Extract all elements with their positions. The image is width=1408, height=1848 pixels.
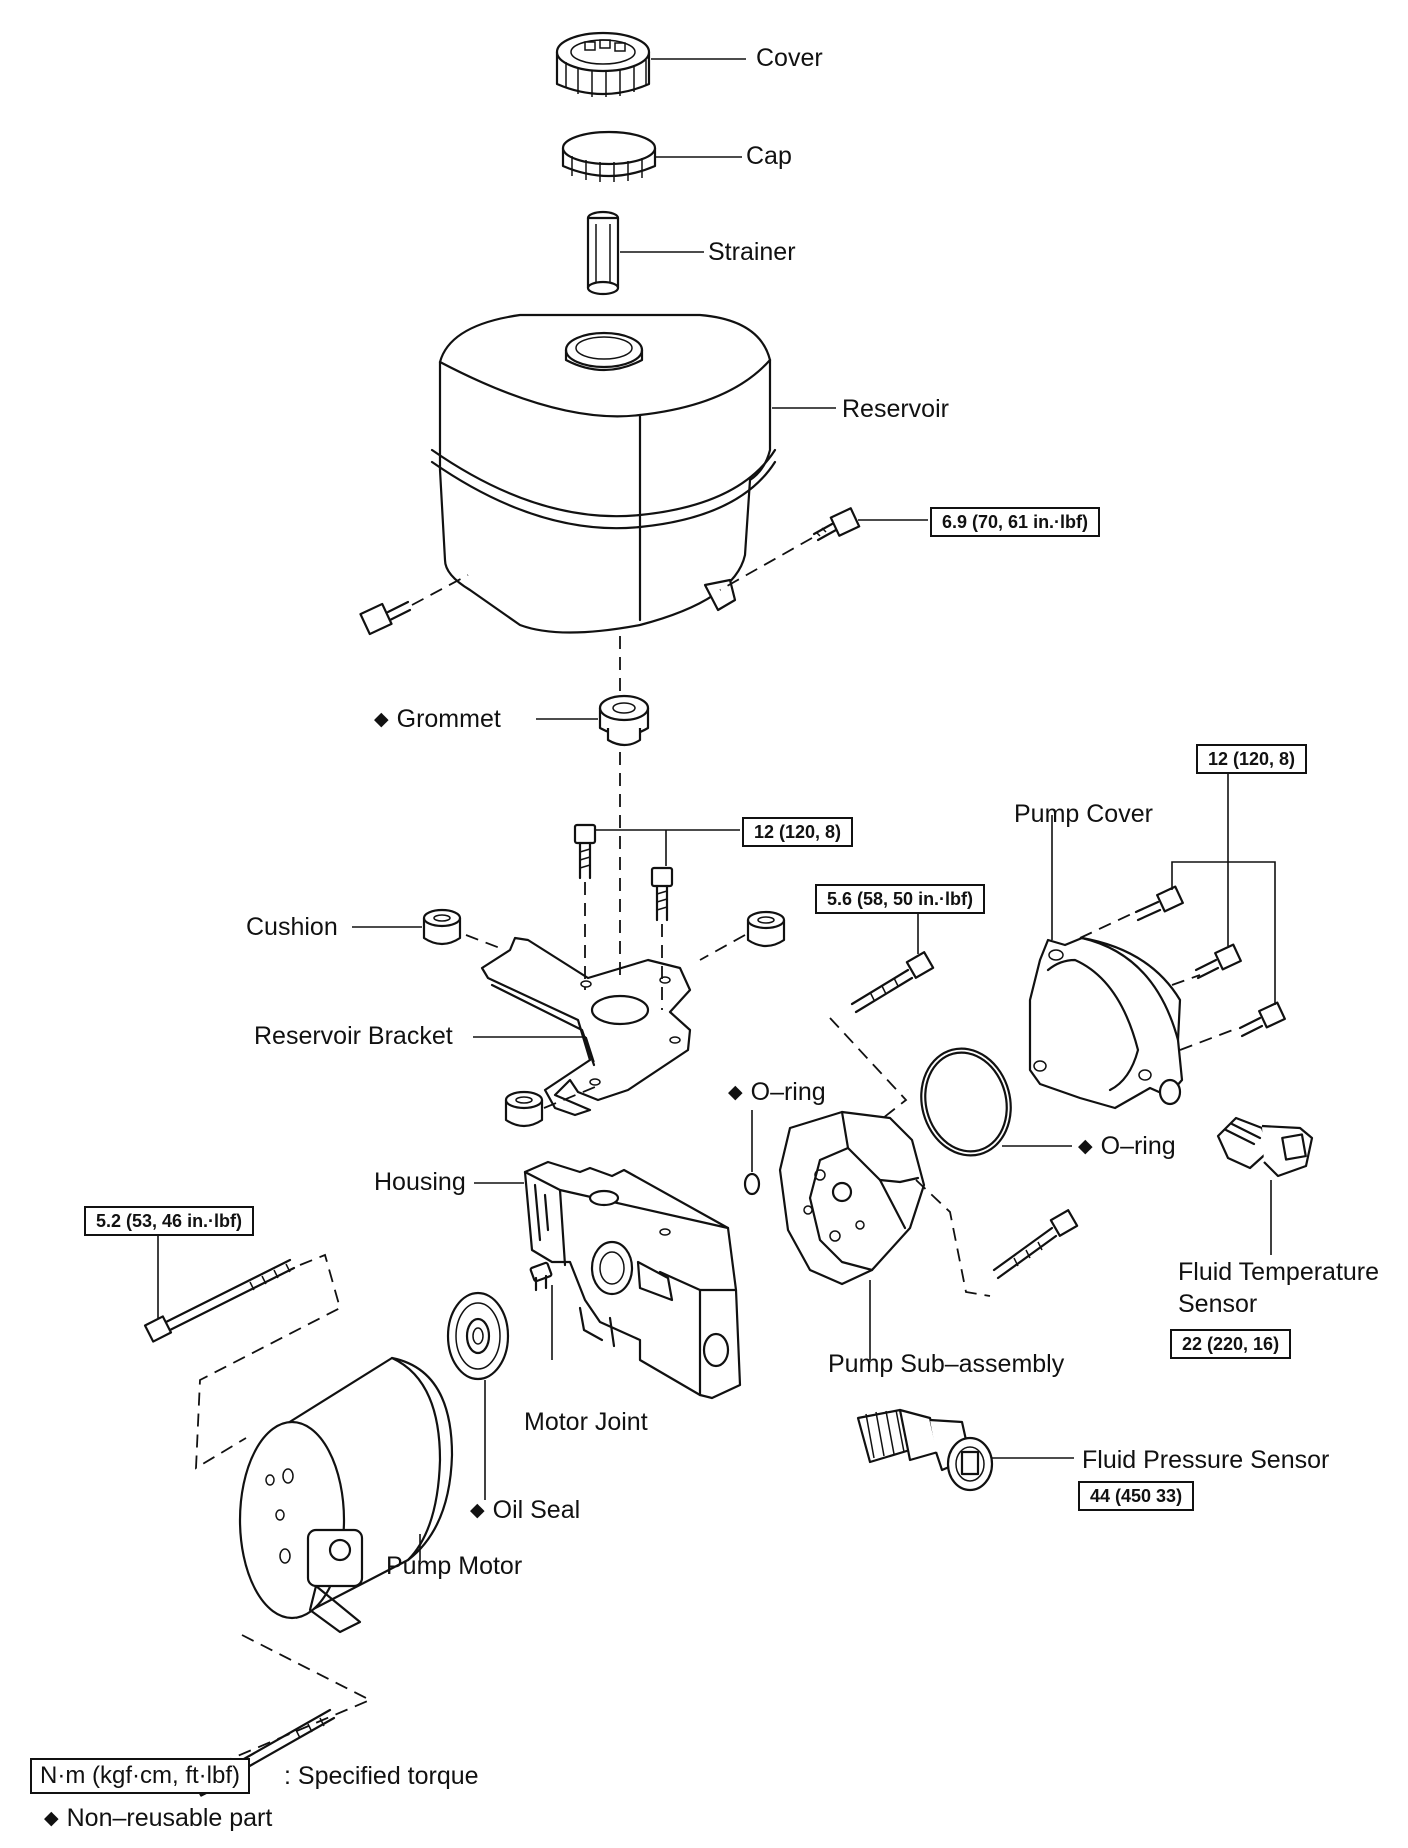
reservoir-bracket-part bbox=[480, 936, 692, 1117]
label-cover: Cover bbox=[756, 44, 823, 72]
bracket-bolt-right bbox=[650, 866, 674, 922]
label-fluid-temp-sensor-line1: Fluid Temperature bbox=[1178, 1258, 1380, 1286]
label-pump-sub-assembly: Pump Sub–assembly bbox=[828, 1350, 1065, 1378]
pump-cover-bolt-top bbox=[1134, 885, 1184, 922]
legend-torque-text: : Specified torque bbox=[284, 1762, 479, 1790]
cap-part bbox=[561, 130, 657, 182]
label-o-ring-right: O–ring bbox=[1078, 1132, 1176, 1163]
pump-sub-bolt-lower bbox=[992, 1209, 1079, 1280]
torque-pump-motor-bolt: 5.2 (53, 46 in.·lbf) bbox=[84, 1206, 255, 1236]
label-oil-seal: Oil Seal bbox=[470, 1496, 581, 1527]
legend-non-reusable: Non–reusable part bbox=[44, 1804, 273, 1835]
label-reservoir: Reservoir bbox=[842, 395, 949, 423]
motor-joint-part bbox=[529, 1261, 553, 1292]
cushion-left-bottom bbox=[504, 1090, 544, 1128]
fluid-temp-sensor-part bbox=[1216, 1116, 1314, 1178]
torque-pump-cover-bolts: 12 (120, 8) bbox=[1196, 744, 1308, 774]
label-pump-cover: Pump Cover bbox=[1014, 800, 1153, 828]
torque-fluid-pressure-sensor: 44 (450 33) bbox=[1078, 1481, 1195, 1511]
label-motor-joint: Motor Joint bbox=[524, 1408, 648, 1436]
label-grommet: Grommet bbox=[374, 705, 501, 736]
pump-cover-bolt-middle bbox=[1194, 943, 1242, 980]
fluid-pressure-sensor-part bbox=[856, 1408, 994, 1492]
torque-pump-sub-bolt: 5.6 (58, 50 in.·lbf) bbox=[815, 884, 986, 914]
o-ring-small-part bbox=[743, 1172, 761, 1196]
pump-sub-assembly-part bbox=[778, 1110, 926, 1286]
legend: N·m (kgf·cm, ft·lbf) : Specified torque … bbox=[30, 1758, 590, 1840]
reservoir-part bbox=[430, 313, 777, 634]
pump-motor-part bbox=[238, 1356, 454, 1634]
pump-cover-part bbox=[1028, 936, 1184, 1110]
label-cushion: Cushion bbox=[246, 913, 338, 941]
cushion-right-top bbox=[746, 910, 786, 948]
reservoir-bolt-left bbox=[359, 600, 412, 636]
bracket-bolt-left bbox=[573, 823, 597, 880]
reservoir-bolt-right bbox=[812, 507, 861, 542]
o-ring-large-part bbox=[920, 1047, 1012, 1157]
pump-sub-bolt-upper bbox=[850, 951, 935, 1014]
label-fluid-pressure-sensor: Fluid Pressure Sensor bbox=[1082, 1446, 1330, 1474]
cushion-left-top bbox=[422, 908, 462, 946]
label-o-ring-left: O–ring bbox=[728, 1078, 826, 1109]
torque-reservoir-bolt: 6.9 (70, 61 in.·lbf) bbox=[930, 507, 1101, 537]
label-pump-motor: Pump Motor bbox=[386, 1552, 523, 1580]
cover-part bbox=[555, 31, 651, 97]
legend-torque-unit-box: N·m (kgf·cm, ft·lbf) bbox=[30, 1758, 250, 1794]
oil-seal-part bbox=[446, 1291, 510, 1381]
label-reservoir-bracket: Reservoir Bracket bbox=[254, 1022, 453, 1050]
label-cap: Cap bbox=[746, 142, 792, 170]
pump-cover-bolt-bottom bbox=[1238, 1001, 1286, 1038]
label-housing: Housing bbox=[374, 1168, 466, 1196]
pump-motor-bolt-upper bbox=[143, 1258, 296, 1343]
label-strainer: Strainer bbox=[708, 238, 796, 266]
torque-fluid-temp-sensor: 22 (220, 16) bbox=[1170, 1329, 1292, 1359]
torque-bracket-bolts: 12 (120, 8) bbox=[742, 817, 854, 847]
housing-part bbox=[523, 1160, 742, 1400]
grommet-part bbox=[598, 694, 650, 747]
strainer-part bbox=[586, 210, 620, 296]
label-fluid-temp-sensor-line2: Sensor bbox=[1178, 1290, 1258, 1318]
